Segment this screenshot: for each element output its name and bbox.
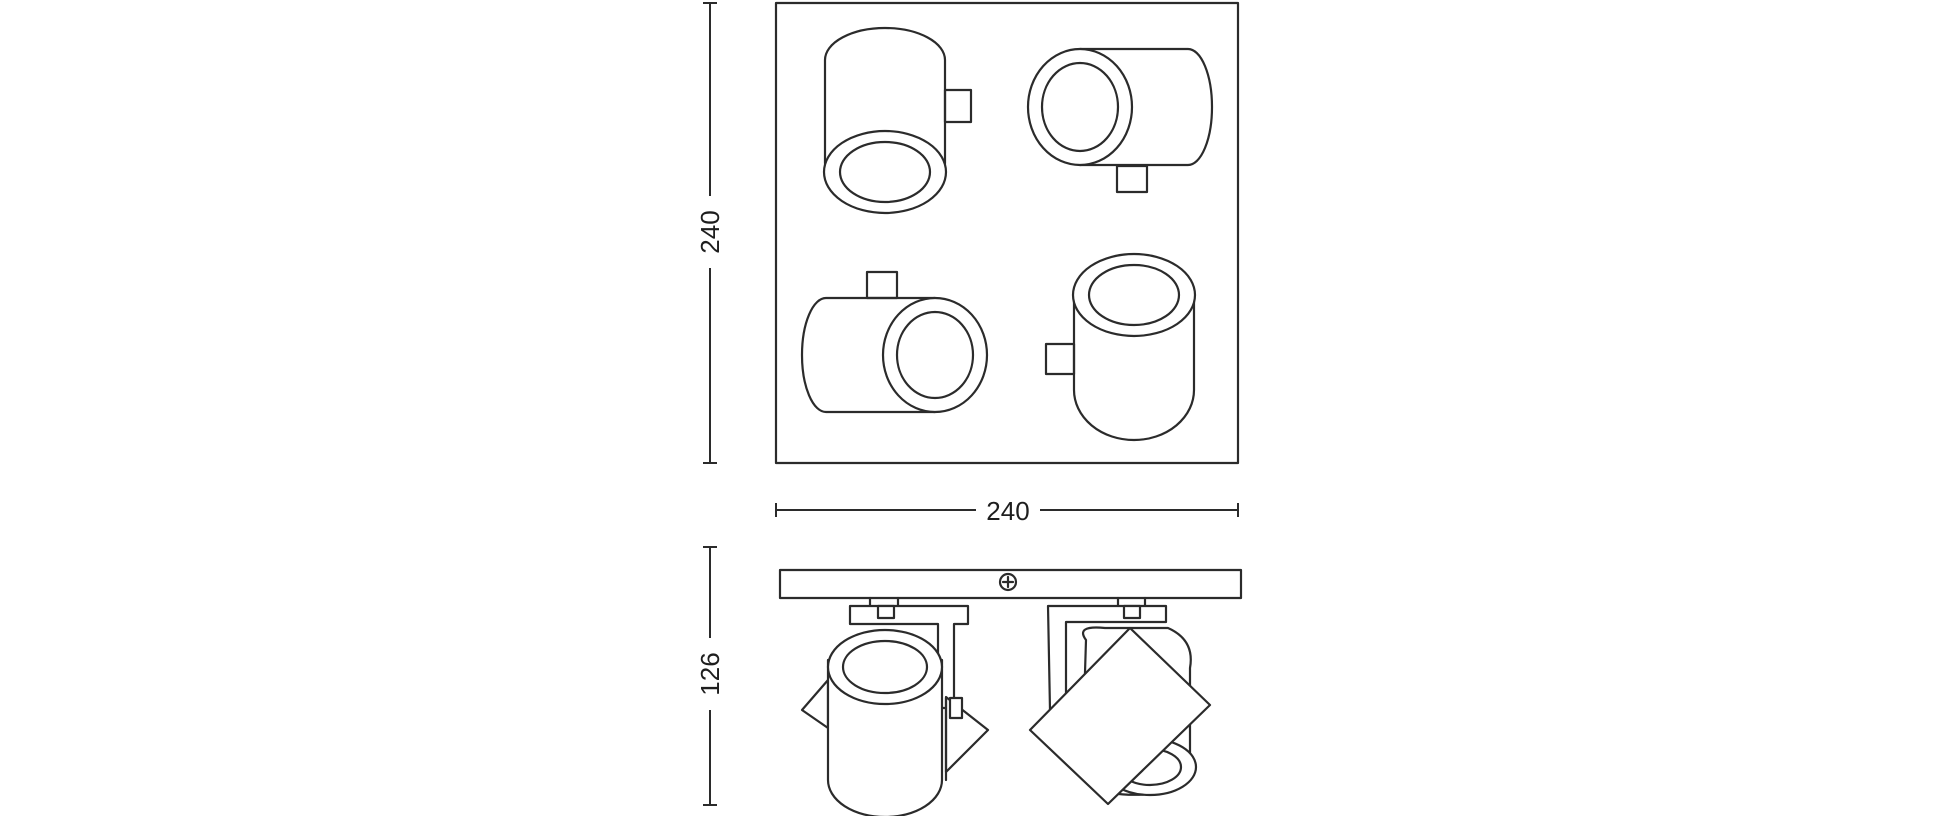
spotlight-bottom-right [1044, 252, 1197, 442]
dimension-width: 240 [775, 496, 1239, 526]
spotlight-top-right [1026, 47, 1214, 194]
dimension-height: 126 [695, 546, 725, 806]
side-view-base-plate [778, 568, 1243, 600]
top-view [774, 1, 1240, 465]
spotlight-side-left [800, 596, 990, 816]
top-view-base-plate [774, 1, 1240, 465]
spotlight-bottom-left [800, 270, 989, 414]
dimension-depth: 240 [695, 2, 725, 464]
spotlight-top-left [822, 26, 973, 215]
dimension-height-label: 126 [695, 652, 725, 695]
side-view [778, 568, 1243, 816]
dimension-width-label: 240 [986, 496, 1029, 526]
spotlight-side-right [1028, 596, 1212, 806]
mounting-screw-icon [998, 572, 1018, 592]
dimension-depth-label: 240 [695, 210, 725, 253]
